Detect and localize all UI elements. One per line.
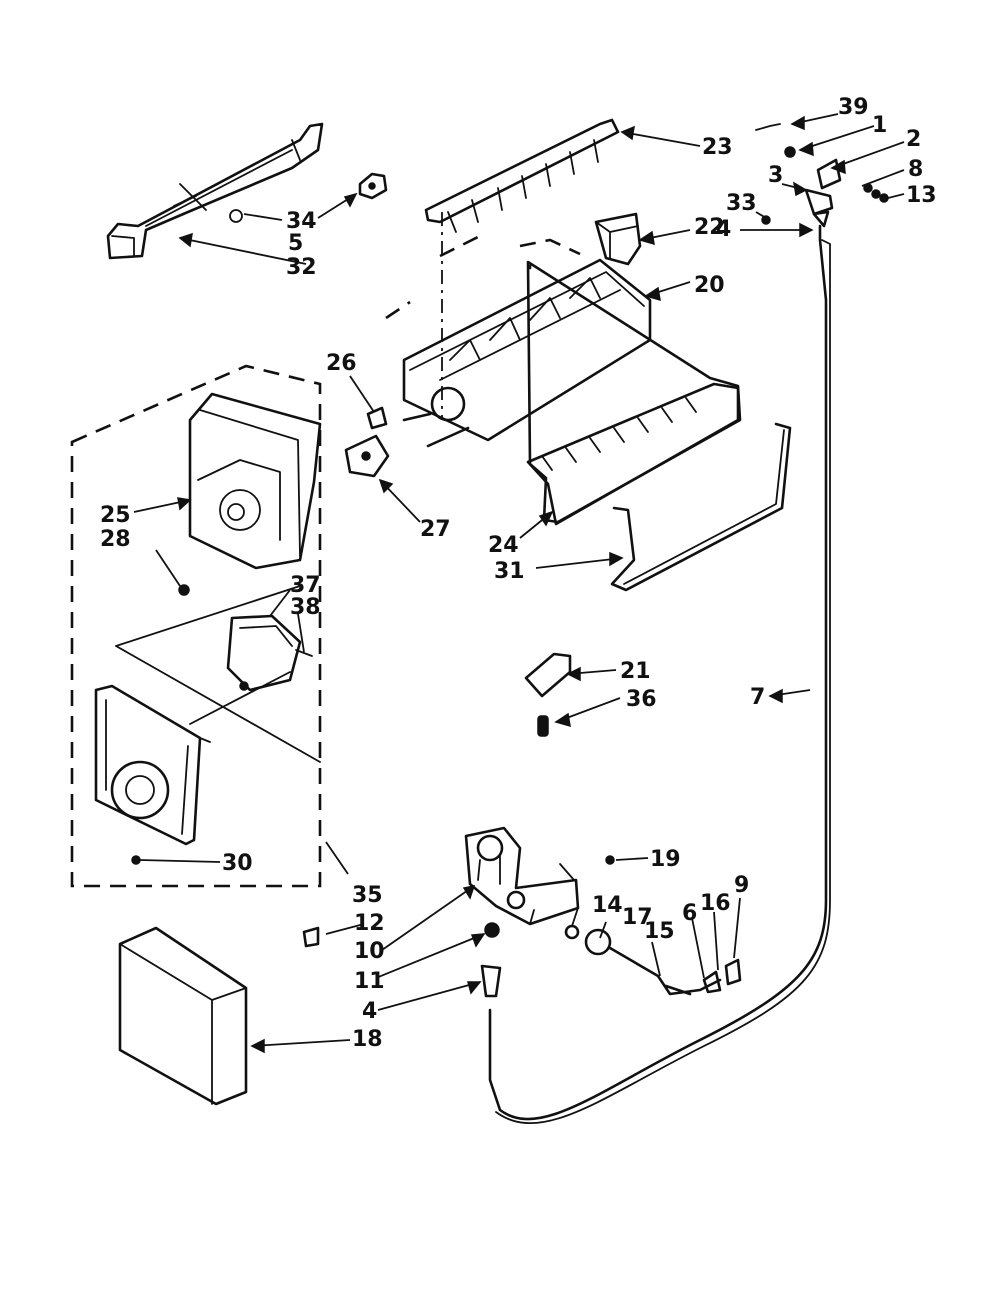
callout-14: 14 [592,893,623,918]
thermostat-clip-part [366,406,388,430]
callout-23: 23 [702,135,733,160]
callout-2: 2 [906,127,921,152]
callout-18: 18 [352,1027,383,1052]
motor-part [226,614,313,692]
callout-27: 27 [420,517,451,542]
cover-part [118,926,248,1106]
callout-5: 5 [288,231,303,256]
callout-24: 24 [488,533,519,558]
clip-part [358,172,388,200]
callout-31: 31 [494,559,525,584]
bin-part [594,212,642,266]
bracket-part [524,652,572,737]
motor-alignment-lines [115,585,321,763]
callout-21: 21 [620,659,651,684]
callout-9: 9 [734,873,749,898]
callout-26: 26 [326,351,357,376]
callout-4-bottom: 4 [362,999,377,1024]
callout-11: 11 [354,969,385,994]
callout-10: 10 [354,939,385,964]
callout-39: 39 [838,95,869,120]
fill-fitting-parts [755,123,889,228]
callout-15: 15 [644,919,675,944]
callout-17: 17 [622,905,653,930]
callout-13: 13 [906,183,937,208]
leader-lines [133,113,905,1047]
module-part [188,392,322,570]
callout-35: 35 [352,883,383,908]
housing-part [94,684,211,846]
fill-tube-part [488,224,828,1121]
plug-part [302,926,320,948]
callout-28: 28 [100,527,131,552]
callout-12: 12 [354,911,385,936]
callout-36: 36 [626,687,657,712]
valve-nut-part [484,922,500,938]
callout-20: 20 [694,273,725,298]
callout-8: 8 [908,157,923,182]
valve-inlet-fitting [480,964,502,998]
washer-part [564,924,580,940]
water-valve-part [464,826,580,926]
callout-25: 25 [100,503,131,528]
callout-38: 38 [290,595,321,620]
callout-19: 19 [650,847,681,872]
valve-screw-part [605,855,615,865]
callout-33: 33 [726,191,757,216]
thermostat-part [344,434,390,478]
callout-30: 30 [222,851,253,876]
callout-16: 16 [700,891,731,916]
callout-34: 34 [286,209,317,234]
screw-part [178,584,190,596]
inlet-fitting-parts [702,958,742,994]
arrowheads [177,115,846,1054]
shutoff-arm-part [610,422,792,592]
callout-1: 1 [872,113,887,138]
stripper-part [526,260,742,526]
callout-labels: 39 1 2 3 8 13 33 4 22 20 23 34 5 32 26 2… [100,95,937,1052]
callout-7: 7 [750,685,765,710]
coupling-part [584,928,612,956]
ejector-part [424,118,620,233]
callout-37: 37 [290,573,321,598]
callout-4-top: 4 [716,217,731,242]
housing-screw-part [131,855,141,865]
callout-3-top: 3 [768,163,783,188]
callout-32: 32 [286,255,317,280]
callout-22: 22 [694,215,725,240]
bail-arm-part [106,122,324,260]
module-assembly-boundary [70,364,322,888]
callout-6: 6 [682,901,697,926]
